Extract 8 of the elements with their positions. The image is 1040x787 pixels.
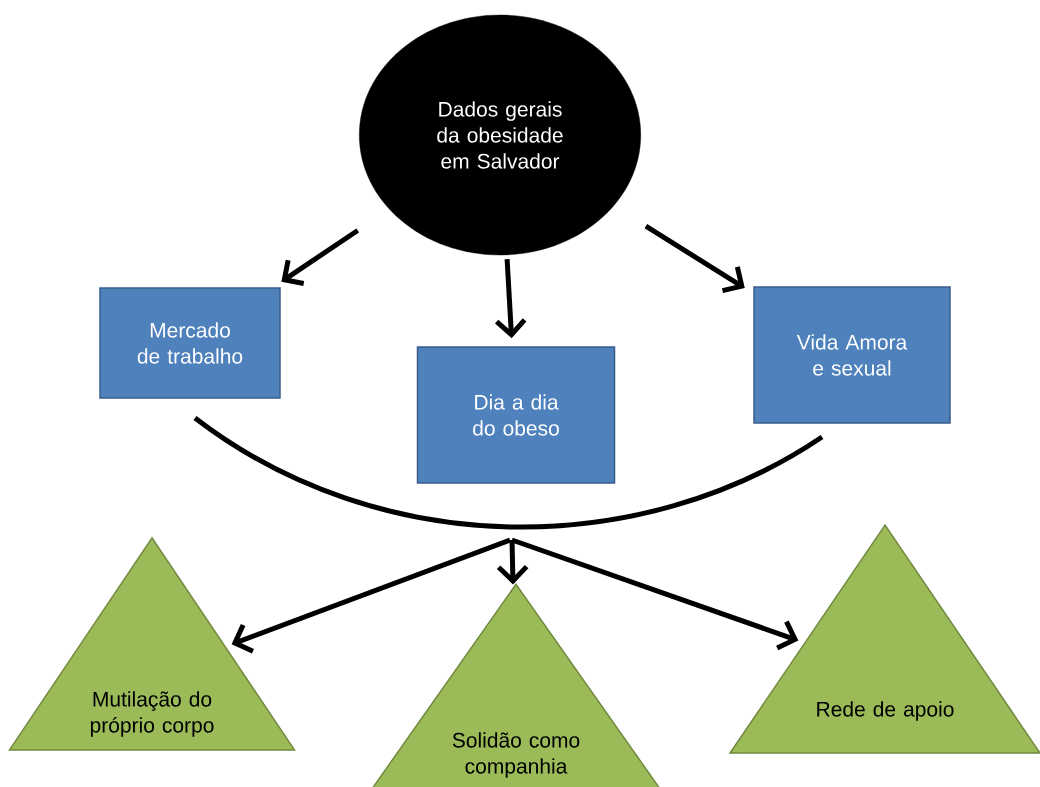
arrow xyxy=(495,258,527,339)
process-box: Dia a dia do obeso xyxy=(416,346,616,484)
process-box: Vida Amora e sexual xyxy=(753,286,951,424)
arrow xyxy=(231,537,511,654)
arrow xyxy=(511,537,799,651)
arrow xyxy=(644,224,745,294)
process-box: Mercado de trabalho xyxy=(99,287,281,399)
arrow xyxy=(281,228,360,286)
